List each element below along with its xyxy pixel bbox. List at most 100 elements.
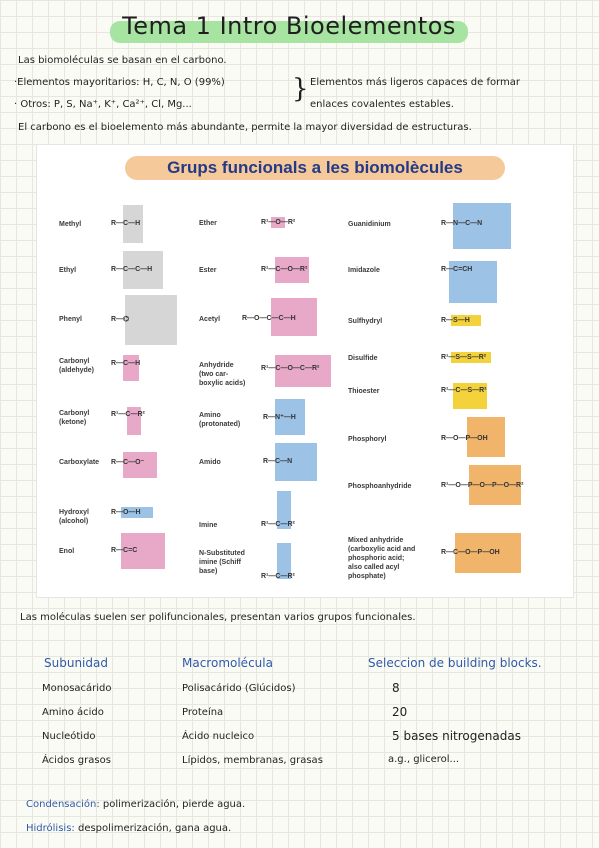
group-highlight [127,407,141,435]
table-header-building-blocks: Seleccion de building blocks. [368,656,542,670]
group-name: Phosphoanhydride [348,483,412,490]
group-name: Hydroxyl (alcohol) [59,509,89,525]
group-formula: R—C—O—P—OH [441,549,500,556]
group-name: Disulfide [348,355,378,362]
table-cell: Ácido nucleico [182,731,255,742]
group-formula: R—S—H [441,317,470,324]
group-formula: R¹—C—R² [261,573,295,580]
table-cell: Proteína [182,707,224,718]
group-highlight [467,417,505,457]
group-highlight [125,295,177,345]
group-formula: R—C—O⁻ [111,459,145,466]
table-cell: a.g., glicerol... [388,754,460,765]
group-highlight [275,399,305,435]
group-name: Amino (protonated) [199,412,241,428]
group-highlight [469,465,521,505]
table-cell: Nucleótido [42,731,96,742]
group-formula: R¹—S—S—R² [441,354,487,361]
title-highlight [110,21,468,43]
group-highlight [277,491,291,529]
group-formula: R¹—C—S—R² [441,387,487,394]
group-name: Thioester [348,388,380,395]
group-name: Carboxylate [59,459,100,466]
group-name: Imidazole [348,267,380,274]
group-highlight [123,452,157,478]
group-name: Ester [199,267,217,274]
group-highlight [271,217,285,228]
group-highlight [121,533,165,569]
group-formula: R—N—C—N [441,220,483,227]
polyfunctional-note: Las moléculas suelen ser polifuncionales… [20,612,416,623]
group-formula: R¹—C—R² [111,411,145,418]
group-formula: R¹—C—O—C—R² [261,365,320,372]
group-formula: R—C—N [263,458,293,465]
note-side-2: enlaces covalentes estables. [310,99,454,110]
hydrolysis-label: Hidrólisis: [26,823,75,834]
condensation-label: Condensación: [26,799,100,810]
group-formula: R—C=C [111,547,138,554]
table-cell: 5 bases nitrogenadas [392,729,521,743]
group-highlight [275,257,309,283]
table-header-subunit: Subunidad [44,656,108,670]
group-name: Mixed anhydride (carboxylic acid and pho… [348,537,416,580]
table-cell: Ácidos grasos [42,755,111,766]
group-name: Ether [199,220,217,227]
figure-title: Grups funcionals a les biomolècules [167,158,463,177]
group-highlight [451,315,481,326]
group-formula: R—N⁺—H [263,414,296,421]
group-formula: R—C—H [111,220,141,227]
group-name: Guanidinium [348,221,391,228]
note-line-3: · Otros: P, S, Na⁺, K⁺, Ca²⁺, Cl, Mg... [14,99,192,110]
group-highlight [121,507,153,518]
group-name: Carbonyl (ketone) [59,410,90,426]
group-name: Methyl [59,221,82,228]
group-name: Imine [199,522,218,529]
figure-title-highlight [125,156,505,180]
group-name: Phosphoryl [348,436,387,443]
note-side-1: Elementos más ligeros capaces de formar [310,77,520,88]
hydrolysis-text: despolimerización, gana agua. [77,823,232,834]
group-name: N-Substituted imine (Schiff base) [199,550,245,575]
table-cell: Polisacárido (Glúcidos) [182,683,296,694]
group-highlight [271,298,317,336]
note-brace: } [292,74,309,104]
group-highlight [453,203,511,249]
group-highlight [123,205,143,243]
group-name: Anhydride (two car- boxylic acids) [199,362,246,387]
group-name: Ethyl [59,267,77,274]
group-formula: R—C=CH [441,266,473,273]
note-line-4: El carbono es el bioelemento más abundan… [18,122,472,133]
group-highlight [455,533,521,573]
group-formula: R¹—C—R² [261,521,295,528]
group-highlight [449,261,497,303]
group-formula: R¹—O—R² [261,219,296,226]
group-formula: R¹—O—P—O—P—O—R² [441,482,524,489]
title-block: Tema 1 Intro Bioelementos [110,12,468,44]
group-name: Sulfhydryl [348,318,383,325]
note-line-1: Las biomoléculas se basan en el carbono. [18,55,227,66]
note-line-2: ·Elementos mayoritarios: H, C, N, O (99%… [14,77,225,88]
functional-groups-figure: Grups funcionals a les biomolècules Meth… [36,144,574,598]
group-formula: R¹—C—O—R² [261,266,308,273]
group-formula: R—O—C—C—H [242,315,296,322]
table-cell: Monosacárido [42,683,112,694]
group-highlight [275,355,331,387]
group-formula: R—⌬ [111,316,130,323]
group-highlight [123,355,139,381]
group-name: Amido [199,459,221,466]
group-highlight [277,543,291,579]
group-highlight [453,383,487,409]
group-highlight [123,251,163,289]
table-cell: Amino ácido [42,707,104,718]
table-cell: 20 [392,705,408,719]
group-formula: R—O—P—OH [441,435,488,442]
condensation-line: Condensación: polimerización, pierde agu… [26,799,245,810]
group-highlight [275,443,317,481]
table-header-macromolecule: Macromolécula [182,656,273,670]
condensation-text: polimerización, pierde agua. [102,799,246,810]
table-cell: 8 [392,681,400,695]
group-name: Phenyl [59,316,82,323]
group-formula: R—C—C—H [111,266,153,273]
group-highlight [451,352,491,363]
group-formula: R—O—H [111,509,141,516]
